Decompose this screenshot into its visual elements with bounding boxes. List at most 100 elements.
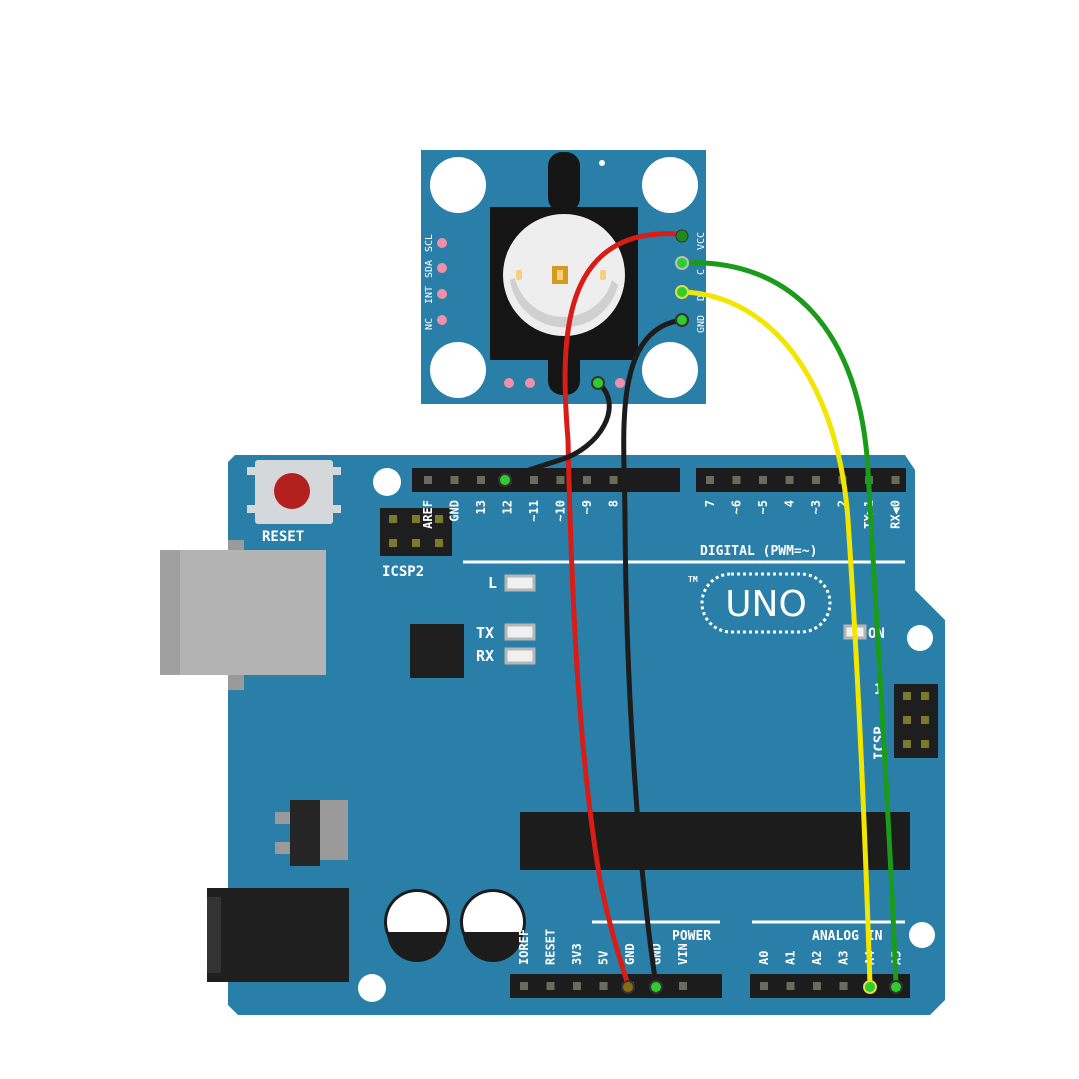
sensor-label-c: C	[696, 269, 707, 275]
led-tx	[504, 623, 536, 641]
wire-green[interactable]	[680, 260, 899, 988]
wire-end-black-sensor	[591, 376, 605, 390]
sensor-mounting-hole	[430, 342, 486, 398]
analog-pin[interactable]	[786, 982, 795, 990]
power-pin-label: 3V3	[570, 943, 584, 965]
wires	[502, 231, 899, 988]
icsp-pin-one-label: 1	[874, 682, 882, 698]
digital-label: DIGITAL (PWM=~)	[700, 544, 817, 559]
mounting-hole	[373, 468, 401, 496]
analog-pin[interactable]	[760, 982, 768, 990]
digital-pin[interactable]	[706, 476, 714, 484]
digital-pin-label: 8	[607, 500, 621, 507]
sensor-label-sda: SDA	[424, 260, 435, 278]
trademark-mark: TM	[688, 575, 698, 584]
digital-pin-label: 2	[836, 500, 850, 507]
wire-end-green	[675, 256, 689, 270]
power-jack-inner	[207, 897, 221, 973]
wire-black-gnd-sensor[interactable]	[502, 380, 612, 483]
reset-button[interactable]	[274, 473, 310, 509]
digital-pin[interactable]	[556, 476, 565, 484]
sensor-mounting-hole	[430, 157, 486, 213]
digital-pin[interactable]	[450, 476, 459, 484]
power-jack	[207, 888, 349, 982]
wire-end-black-gnd-power	[649, 980, 663, 994]
capacitor	[384, 889, 450, 962]
digital-pin[interactable]	[477, 476, 485, 484]
digital-pin[interactable]	[732, 476, 741, 484]
power-pin[interactable]	[679, 982, 687, 990]
digital-pin-label: ~9	[580, 500, 594, 514]
mounting-hole	[358, 974, 386, 1002]
sensor-pad-scl	[437, 238, 447, 248]
power-header	[510, 974, 722, 998]
reset-switch-leg	[332, 467, 341, 475]
digital-pin-label: ~10	[554, 500, 568, 522]
sensor-pad-bottom	[525, 378, 535, 388]
wire-black[interactable]	[621, 317, 685, 988]
wire-end-yellow-a4	[863, 980, 877, 994]
sensor-label-gnd: GND	[696, 315, 707, 333]
wire-end-green-a5	[889, 980, 903, 994]
board-pcb	[228, 455, 945, 1015]
wire-end-yellow	[675, 285, 689, 299]
sensor-label-int: INT	[424, 286, 435, 304]
icsp2-label: ICSP2	[382, 564, 424, 580]
digital-pin-label: RX◀0	[889, 500, 903, 529]
analog-pin[interactable]	[839, 982, 848, 990]
led-rx-label: RX	[476, 647, 494, 665]
reset-switch-leg	[247, 505, 256, 513]
power-pin[interactable]	[546, 982, 555, 990]
sensor-pad-sda	[437, 263, 447, 273]
wire-yellow[interactable]	[680, 289, 873, 988]
digital-pin[interactable]	[891, 476, 900, 484]
digital-pin-label: ~11	[527, 500, 541, 522]
sensor-pad-bottom	[504, 378, 514, 388]
usb-connector-shade	[160, 550, 180, 675]
digital-header-right	[696, 468, 906, 492]
uno-logo: UNO	[725, 584, 807, 625]
digital-pin-label: 4	[783, 500, 797, 507]
digital-pin[interactable]	[812, 476, 820, 484]
atmega-chip	[520, 812, 910, 870]
digital-pin-label: AREF	[421, 500, 435, 529]
analog-pin-label: A0	[757, 951, 771, 965]
power-pin[interactable]	[573, 982, 581, 990]
wire-red[interactable]	[562, 231, 683, 988]
wire-end-black	[675, 313, 689, 327]
power-pin-label: GND	[623, 943, 637, 965]
usb-ic-chip	[410, 624, 464, 678]
digital-pin-label: 7	[703, 500, 717, 507]
voltage-regulator	[290, 800, 320, 866]
digital-pin[interactable]	[609, 476, 618, 484]
mounting-hole	[907, 625, 933, 651]
wire-end-black-gnd	[498, 473, 512, 487]
digital-pin[interactable]	[530, 476, 538, 484]
digital-pin[interactable]	[583, 476, 591, 484]
sensor-label-nc: NC	[424, 318, 435, 330]
analog-header	[750, 974, 910, 998]
digital-pin[interactable]	[759, 476, 767, 484]
reset-switch-leg	[332, 505, 341, 513]
arduino-uno-board: RESET ICSP2	[160, 455, 945, 1015]
power-pin-label: IOREF	[517, 929, 531, 965]
power-label: POWER	[672, 929, 711, 944]
analog-pin-label: A3	[837, 951, 851, 965]
power-pin[interactable]	[599, 982, 608, 990]
digital-pin-label: 13	[474, 500, 488, 514]
digital-pin-label: ~5	[756, 500, 770, 514]
sensor-label-d: D	[696, 295, 707, 301]
wire-end-red	[675, 229, 689, 243]
power-pin[interactable]	[520, 982, 528, 990]
analog-label: ANALOG IN	[812, 929, 883, 944]
digital-pin-label: ~6	[730, 500, 744, 514]
capacitor	[460, 889, 526, 962]
reset-switch-leg	[247, 467, 256, 475]
digital-pin[interactable]	[424, 476, 432, 484]
led-tx-label: TX	[476, 624, 494, 642]
digital-pin[interactable]	[785, 476, 794, 484]
digital-pin-label: 12	[501, 500, 515, 514]
sensor-mounting-hole	[642, 157, 698, 213]
analog-pin[interactable]	[813, 982, 821, 990]
